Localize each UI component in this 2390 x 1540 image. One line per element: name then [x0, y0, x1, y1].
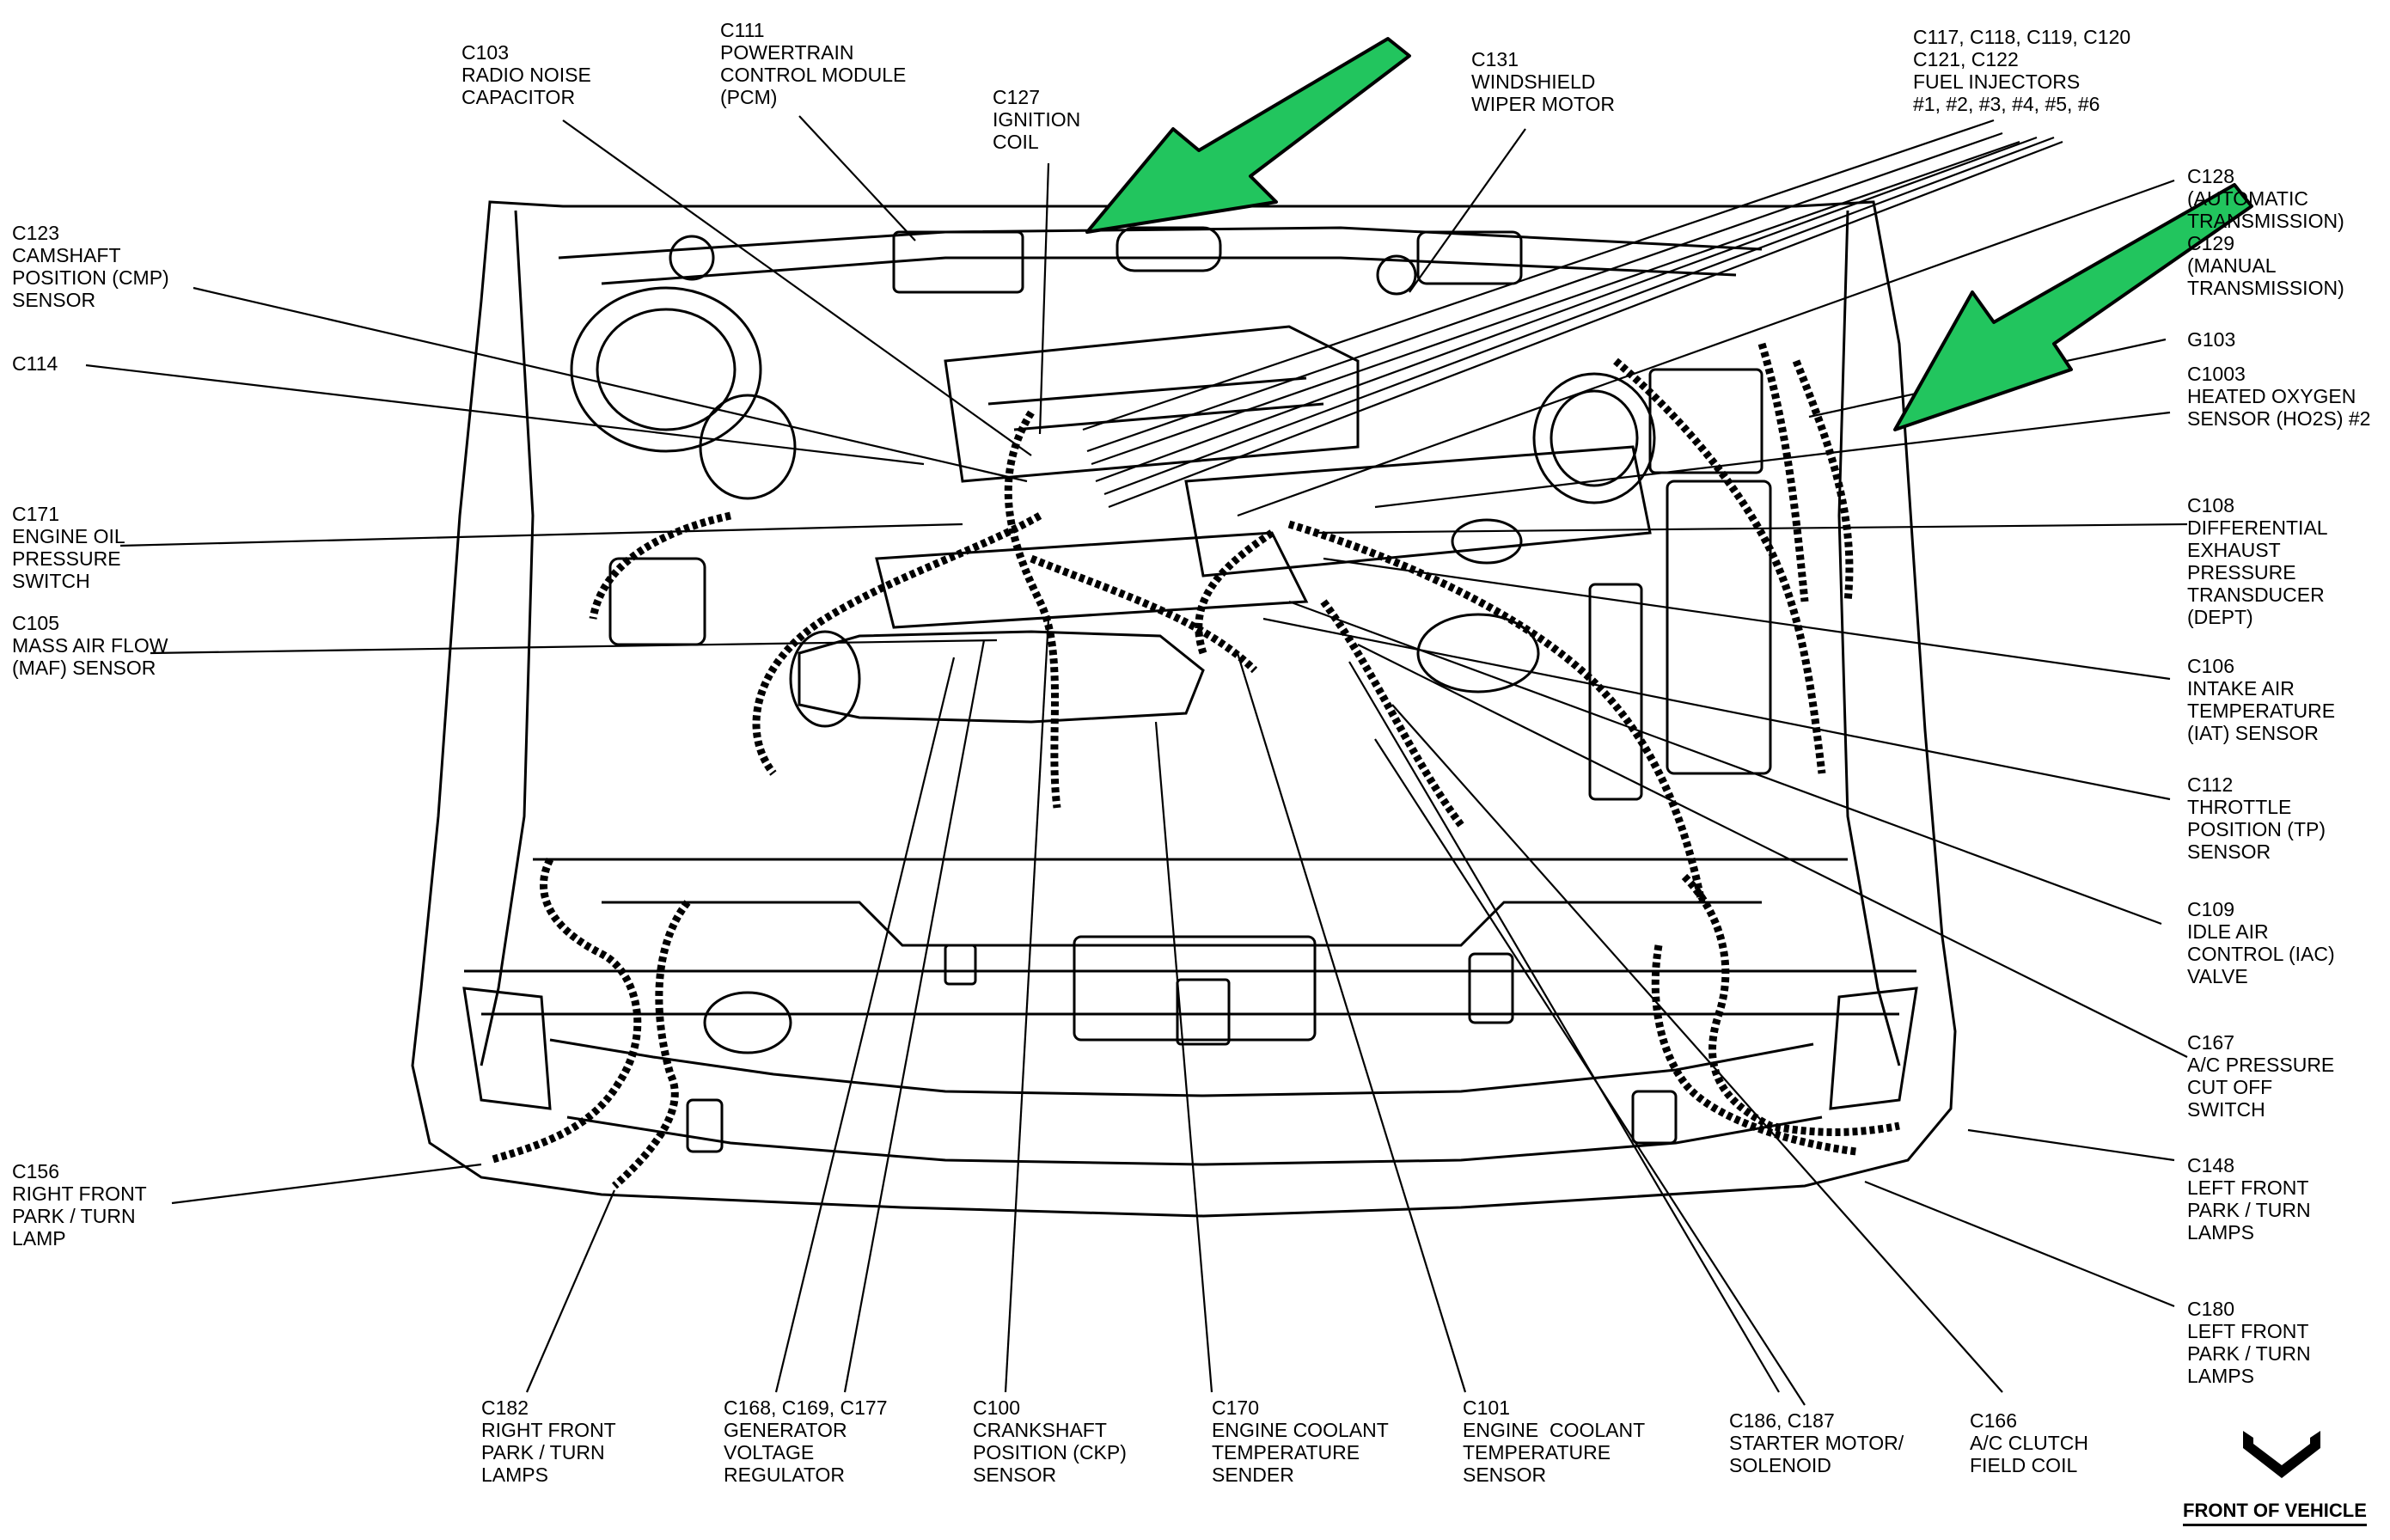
- engine-bay-drawing: [411, 200, 1957, 1218]
- front-of-vehicle-arrow-icon: [2243, 1431, 2320, 1478]
- label-g103: G103: [2187, 328, 2236, 351]
- label-c114: C114: [12, 352, 58, 375]
- leader-lines: [85, 115, 2188, 1406]
- green-arrow-ignition-coil: [1085, 37, 1411, 234]
- front-of-vehicle-label: FRONT OF VEHICLE: [2183, 1500, 2367, 1526]
- green-arrow-g103: [1893, 183, 2253, 431]
- wiring-harness: [488, 342, 1900, 1189]
- highlight-arrows: [1085, 37, 2253, 431]
